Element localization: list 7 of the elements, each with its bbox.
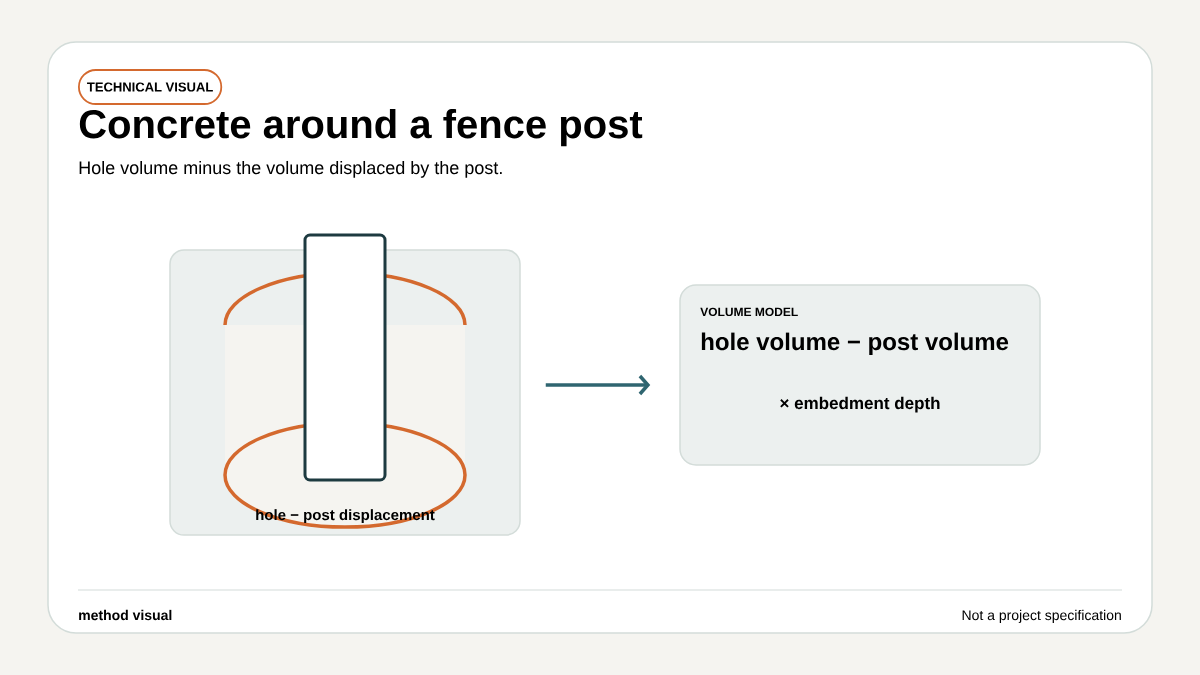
formula-box: VOLUME MODEL hole volume − post volume × embedment depth <box>679 284 1041 466</box>
arrow <box>545 374 651 396</box>
subtitle: Hole volume minus the volume displaced by the post. <box>79 160 502 178</box>
footer-text: method visual <box>79 609 172 621</box>
badge: TECHNICAL VISUAL <box>78 69 223 105</box>
title: Concrete around a fence post <box>79 109 643 147</box>
footer-text: Not a project specification <box>962 609 1121 623</box>
